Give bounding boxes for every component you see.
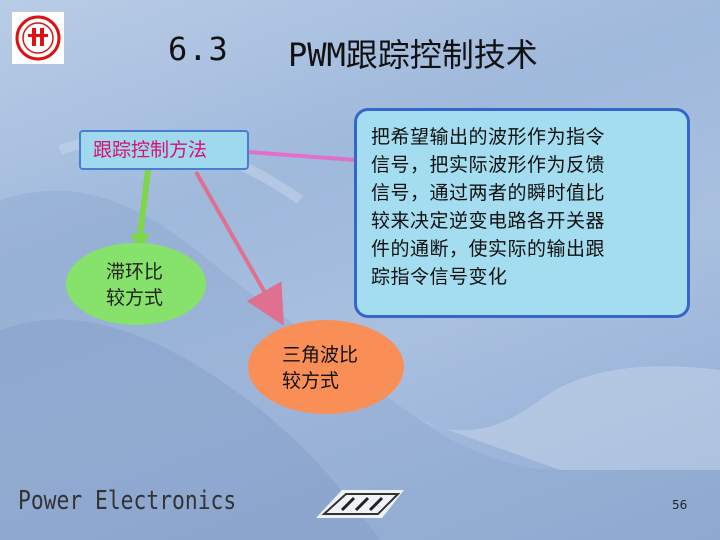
university-seal-logo [12, 12, 64, 64]
arrow-to-hysteresis [137, 169, 151, 237]
description-box: 把希望输出的波形作为指令 信号，把实际波形作为反馈 信号，通过两者的瞬时值比 较… [354, 108, 690, 318]
tracking-control-method-box: 跟踪控制方法 [79, 130, 249, 170]
page-title: PWM跟踪控制技术 [288, 36, 538, 74]
connector-to-description [247, 150, 357, 162]
triangle-comparison-ellipse: 三角波比 较方式 [248, 320, 404, 414]
power-electronics-logo [316, 490, 404, 518]
title-number: 6.3 [168, 30, 229, 68]
triangle-comparison-label: 三角波比 较方式 [282, 344, 359, 392]
arrow-to-triangle [194, 171, 284, 326]
page-number: 56 [672, 498, 688, 512]
arrow-head-hysteresis [130, 234, 150, 250]
hysteresis-comparison-label: 滞环比 较方式 [106, 261, 164, 309]
footer-brand: Power Electronics [18, 486, 237, 516]
hysteresis-comparison-ellipse: 滞环比 较方式 [66, 243, 206, 325]
